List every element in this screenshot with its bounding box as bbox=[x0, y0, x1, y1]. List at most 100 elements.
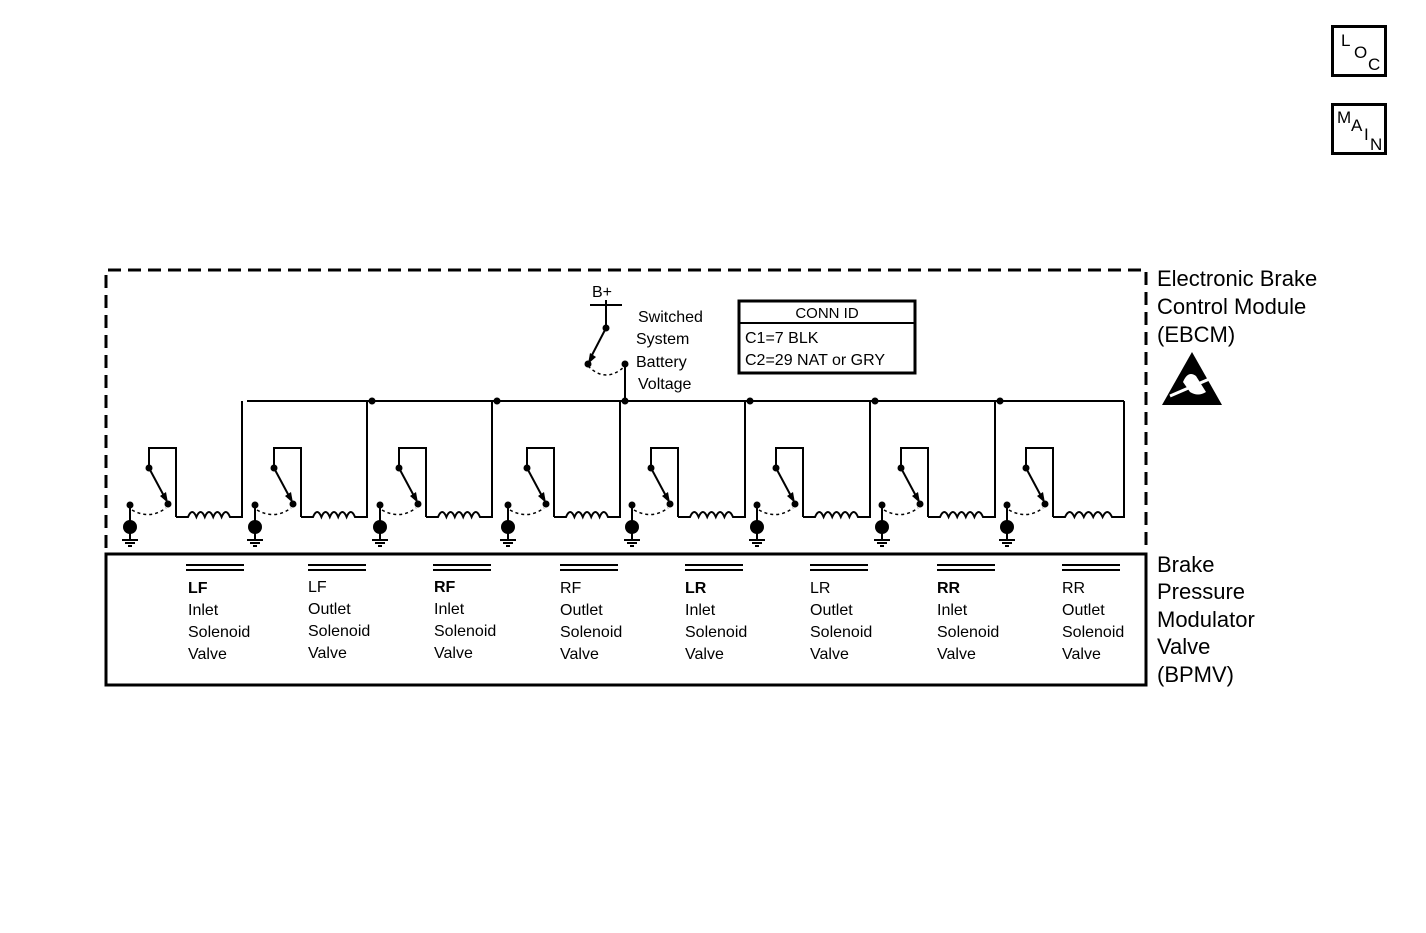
switch-contact bbox=[666, 500, 674, 508]
switch-arm bbox=[148, 467, 165, 497]
supply-label: Switched System Battery Voltage bbox=[636, 309, 707, 393]
label-valve: Valve bbox=[810, 646, 849, 663]
bpmv-label-line-5: (BPMV) bbox=[1157, 662, 1234, 687]
label-solenoid: Solenoid bbox=[434, 623, 496, 640]
label-solenoid: Solenoid bbox=[685, 624, 747, 641]
label-solenoid: Solenoid bbox=[1062, 624, 1124, 641]
bpmv-label: Brake Pressure Modulator Valve (BPMV) bbox=[1157, 552, 1261, 687]
label-valve: Valve bbox=[1062, 646, 1101, 663]
label-position: RR bbox=[937, 580, 961, 597]
supply-label-line-2: System bbox=[636, 331, 689, 348]
switch-arm bbox=[273, 467, 290, 497]
bus-junction-2 bbox=[621, 397, 629, 405]
switch-arrow bbox=[410, 492, 418, 503]
solenoid-circuit-0 bbox=[122, 401, 243, 547]
label-type: Inlet bbox=[937, 602, 968, 619]
solenoid-labels: LF Inlet Solenoid Valve LF Outlet Soleno… bbox=[188, 579, 1124, 663]
switch-frame bbox=[1025, 447, 1054, 517]
label-valve: Valve bbox=[188, 646, 227, 663]
switch-arrow bbox=[538, 492, 546, 503]
switch-arm bbox=[526, 467, 543, 497]
solenoid-label-rf-inlet: RF Inlet Solenoid Valve bbox=[434, 579, 496, 662]
conn-id-table: CONN ID C1=7 BLK C2=29 NAT or GRY bbox=[737, 299, 917, 375]
switch-contact bbox=[414, 500, 422, 508]
main-letter-a: A bbox=[1351, 116, 1363, 135]
solenoid-coil bbox=[928, 401, 996, 520]
switch-frame bbox=[650, 447, 679, 517]
esd-warning-icon bbox=[1162, 352, 1222, 405]
switch-dashed-link bbox=[1008, 507, 1044, 516]
ebcm-label-line-1: Electronic Brake bbox=[1157, 266, 1317, 291]
loc-letter-l: L bbox=[1341, 31, 1351, 50]
solenoid-circuit-4 bbox=[624, 401, 746, 547]
switch-contact bbox=[791, 500, 799, 508]
conn-id-row-1: C1=7 BLK bbox=[745, 330, 819, 347]
solenoid-coil bbox=[678, 401, 746, 520]
ebcm-label-line-2: Control Module bbox=[1157, 294, 1306, 319]
switch-dashed-link bbox=[883, 507, 919, 516]
solenoid-circuit-1 bbox=[247, 401, 368, 547]
bpmv-label-line-3: Modulator bbox=[1157, 607, 1255, 632]
switch-dashed-link bbox=[256, 507, 292, 516]
ground-node bbox=[875, 520, 889, 534]
solenoid-circuits bbox=[122, 397, 1125, 547]
switch-contact bbox=[542, 500, 550, 508]
ebcm-label: Electronic Brake Control Module (EBCM) bbox=[1157, 266, 1323, 347]
switch-arm bbox=[650, 467, 667, 497]
solenoid-circuit-3 bbox=[500, 401, 621, 547]
switch-arrow bbox=[1037, 492, 1045, 503]
ground-node bbox=[625, 520, 639, 534]
supply-label-line-1: Switched bbox=[638, 309, 703, 326]
main-letter-i: I bbox=[1364, 125, 1369, 144]
solenoid-coil bbox=[1053, 401, 1125, 520]
solenoid-circuit-5 bbox=[749, 401, 871, 547]
switch-frame bbox=[526, 447, 555, 517]
loc-button[interactable]: L O C bbox=[1331, 25, 1387, 77]
ground-node bbox=[373, 520, 387, 534]
label-solenoid: Solenoid bbox=[937, 624, 999, 641]
switch-contact bbox=[289, 500, 297, 508]
label-type: Inlet bbox=[188, 602, 219, 619]
bus-junction-3 bbox=[746, 397, 754, 405]
label-valve: Valve bbox=[434, 645, 473, 662]
switch-arrow bbox=[160, 492, 168, 503]
switch-contact bbox=[164, 500, 172, 508]
ground-node bbox=[750, 520, 764, 534]
bus-junction-0 bbox=[368, 397, 376, 405]
switch-frame bbox=[398, 447, 427, 517]
bus-junction-5 bbox=[996, 397, 1004, 405]
solenoid-label-lf-inlet: LF Inlet Solenoid Valve bbox=[188, 580, 250, 663]
solenoid-coil bbox=[554, 401, 621, 520]
label-valve: Valve bbox=[937, 646, 976, 663]
switch-arm bbox=[398, 467, 415, 497]
solenoid-label-lr-outlet: LR Outlet Solenoid Valve bbox=[810, 580, 872, 663]
switch-arrow bbox=[662, 492, 670, 503]
switch-arm bbox=[1025, 467, 1042, 497]
solenoid-label-rr-outlet: RR Outlet Solenoid Valve bbox=[1062, 580, 1124, 663]
switch-dashed-link bbox=[758, 507, 794, 516]
label-position: RR bbox=[1062, 580, 1085, 597]
switch-frame bbox=[148, 447, 177, 517]
label-position: LF bbox=[308, 579, 327, 596]
loc-letter-o: O bbox=[1354, 43, 1368, 62]
solenoid-coil bbox=[176, 401, 243, 520]
solenoid-circuit-6 bbox=[874, 401, 996, 547]
solenoid-coil bbox=[426, 401, 493, 520]
switch-arrow bbox=[912, 492, 920, 503]
conn-id-title: CONN ID bbox=[795, 305, 859, 322]
label-type: Inlet bbox=[434, 601, 465, 618]
label-solenoid: Solenoid bbox=[308, 623, 370, 640]
label-position: RF bbox=[560, 580, 582, 597]
battery-supply-switch: B+ bbox=[584, 284, 629, 401]
label-position: RF bbox=[434, 579, 456, 596]
ground-node bbox=[501, 520, 515, 534]
ground-node bbox=[248, 520, 262, 534]
ground-node bbox=[123, 520, 137, 534]
conn-id-row-2: C2=29 NAT or GRY bbox=[745, 352, 885, 369]
ebcm-dashed-boundary bbox=[104, 268, 1148, 548]
label-type: Outlet bbox=[560, 602, 603, 619]
switch-dashed-link bbox=[381, 507, 417, 516]
main-button[interactable]: M A I N bbox=[1331, 103, 1387, 155]
label-type: Outlet bbox=[810, 602, 853, 619]
